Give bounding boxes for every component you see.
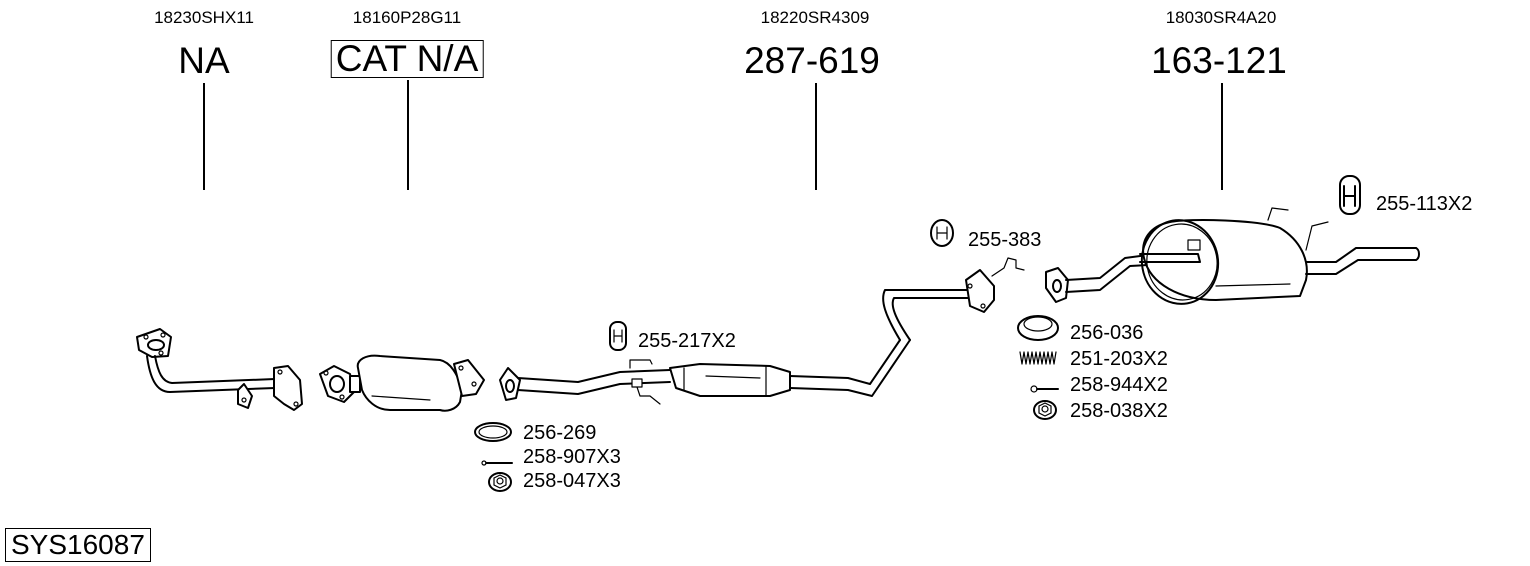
middle-silencer-drawing[interactable] [499,257,1025,405]
oe-number-front-pipe: 18230SHX11 [154,8,254,27]
accessory-label[interactable]: 258-038X2 [1070,400,1168,422]
accessory-label[interactable]: 258-907X3 [523,446,621,468]
accessory-label[interactable]: 258-047X3 [523,470,621,492]
bolt-icon [1030,385,1059,393]
accessory-label[interactable]: 251-203X2 [1070,348,1168,370]
sealing-ring-icon [1017,315,1059,341]
rear-silencer-drawing[interactable] [1045,207,1420,310]
rubber-hanger-icon [609,321,627,351]
accessory-label[interactable]: 255-113X2 [1376,193,1473,215]
bolt-icon [481,460,513,466]
system-code-label: SYS16087 [5,528,151,562]
rubber-hanger-icon [930,219,954,247]
spring-icon [1019,351,1057,365]
part-number-front-pipe[interactable]: NA [178,40,230,81]
oe-number-rear-silencer: 18030SR4A20 [1165,8,1277,27]
leader-line-catalytic-converter [407,80,409,190]
leader-line-middle-silencer [815,83,817,190]
part-number-catalytic-converter[interactable]: CAT N/A [330,40,484,78]
rubber-hanger-icon [1339,175,1361,215]
part-number-middle-silencer[interactable]: 287-619 [744,40,880,81]
oe-number-middle-silencer: 18220SR4309 [760,8,870,27]
accessory-label[interactable]: 256-036 [1070,322,1144,344]
nut-icon [1033,400,1057,420]
oe-number-catalytic-converter: 18160P28G11 [352,8,462,27]
leader-line-front-pipe [203,83,205,190]
part-number-rear-silencer[interactable]: 163-121 [1151,40,1287,81]
gasket-ring-icon [474,422,512,442]
catalytic-converter-drawing[interactable] [319,354,485,412]
front-pipe-drawing[interactable] [136,328,303,411]
accessory-label[interactable]: 255-217X2 [638,330,736,352]
accessory-label[interactable]: 255-383 [968,229,1042,251]
accessory-label[interactable]: 258-944X2 [1070,374,1168,396]
accessory-label[interactable]: 256-269 [523,422,597,444]
leader-line-rear-silencer [1221,83,1223,190]
nut-icon [488,472,512,492]
